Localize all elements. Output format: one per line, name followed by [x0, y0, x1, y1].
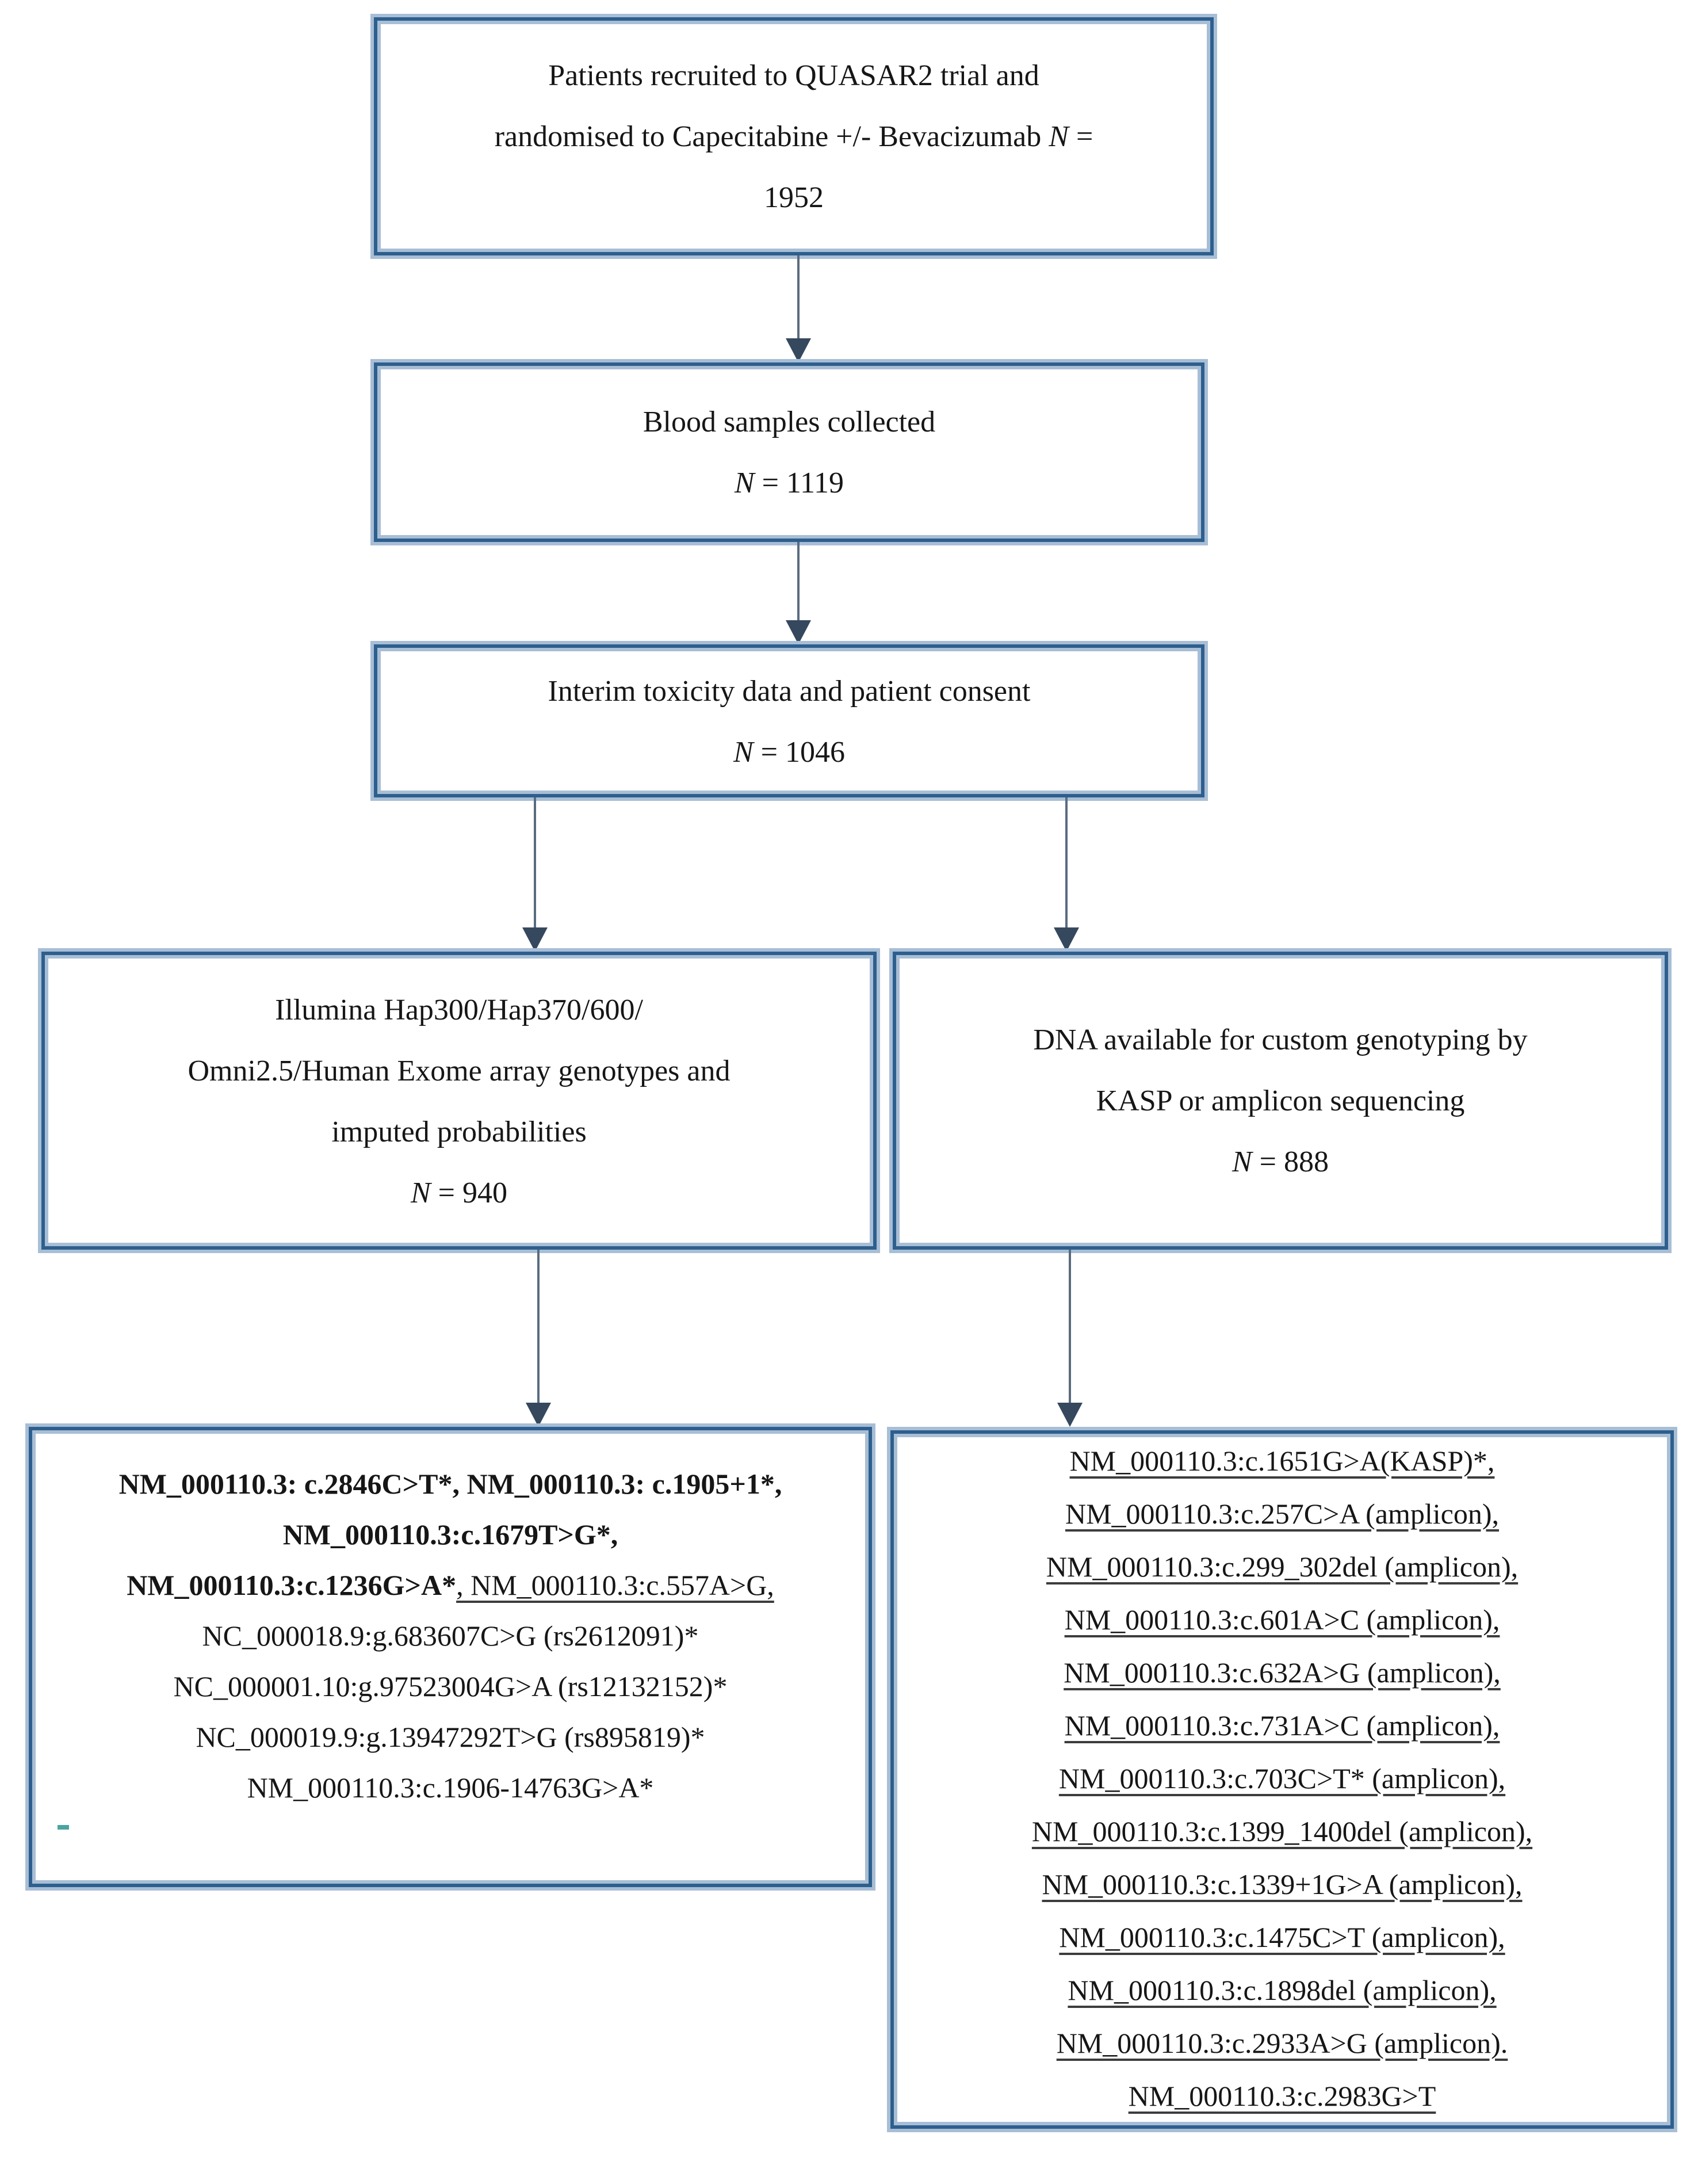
text-line: NM_000110.3:c.2933A>G (amplicon).	[894, 2018, 1670, 2071]
text-segment: N	[1049, 120, 1069, 153]
text-segment: NM_000110.3:c.1906-14763G>A*	[247, 1773, 654, 1804]
text-segment: NM_000110.3:c.2933A>G (amplicon).	[1056, 2028, 1508, 2059]
arrow-line	[797, 255, 800, 341]
text-segment: NC_000019.9:g.13947292T>G (rs895819)*	[196, 1723, 705, 1754]
text-segment: imputed probabilities	[331, 1114, 587, 1148]
text-line: N = 1046	[377, 721, 1201, 782]
text-segment: Interim toxicity data and patient consen…	[548, 674, 1031, 707]
text-segment: NM_000110.3:c.601A>C (amplicon),	[1064, 1605, 1500, 1636]
text-line: Interim toxicity data and patient consen…	[377, 660, 1201, 721]
flow-box-array-variants: NM_000110.3: c.2846C>T*, NM_000110.3: c.…	[29, 1427, 872, 1887]
flow-box-array-genotypes: Illumina Hap300/Hap370/600/Omni2.5/Human…	[41, 952, 877, 1250]
arrow-line	[1069, 1250, 1071, 1404]
text-line: NC_000018.9:g.683607C>G (rs2612091)*	[32, 1612, 869, 1663]
text-line: imputed probabilities	[45, 1101, 873, 1162]
text-line: Blood samples collected	[377, 391, 1201, 452]
text-segment: N	[734, 466, 755, 499]
stray-teal-mark	[58, 1825, 69, 1830]
text-line: NM_000110.3:c.1339+1G>A (amplicon),	[894, 1859, 1670, 1912]
text-line: Patients recruited to QUASAR2 trial and	[377, 45, 1210, 106]
text-segment: Illumina Hap300/Hap370/600/	[275, 992, 643, 1026]
text-line: NM_000110.3:c.1898del (amplicon),	[894, 1965, 1670, 2018]
text-segment: = 940	[430, 1175, 507, 1209]
arrow-line	[537, 1250, 540, 1404]
text-line: Illumina Hap300/Hap370/600/	[45, 979, 873, 1040]
text-line: Omni2.5/Human Exome array genotypes and	[45, 1040, 873, 1101]
text-line: NM_000110.3:c.1679T>G*,	[32, 1511, 869, 1561]
text-segment: NM_000110.3:c.1679T>G*,	[282, 1520, 618, 1551]
text-segment: Patients recruited to QUASAR2 trial and	[548, 59, 1039, 92]
text-line: NM_000110.3:c.632A>G (amplicon),	[894, 1647, 1670, 1700]
text-segment: NM_000110.3:c.703C>T* (amplicon),	[1058, 1763, 1506, 1794]
text-line: NM_000110.3:c.299_302del (amplicon),	[894, 1541, 1670, 1594]
text-line: NC_000001.10:g.97523004G>A (rs12132152)*	[32, 1663, 869, 1713]
text-segment: NM_000110.3:c.1339+1G>A (amplicon),	[1042, 1869, 1523, 1900]
text-line: N = 940	[45, 1162, 873, 1223]
text-segment: Blood samples collected	[643, 405, 936, 438]
flow-box-recruited: Patients recruited to QUASAR2 trial and r…	[374, 17, 1214, 255]
arrow-head	[786, 338, 811, 362]
text-segment: NM_000110.3:c.1898del (amplicon),	[1068, 1975, 1497, 2006]
text-line: NM_000110.3:c.601A>C (amplicon),	[894, 1594, 1670, 1647]
text-segment: NC_000018.9:g.683607C>G (rs2612091)*	[202, 1621, 699, 1652]
text-segment: DNA available for custom genotyping by	[1033, 1023, 1528, 1056]
flow-box-custom-genotyping: DNA available for custom genotyping by KA…	[893, 952, 1668, 1250]
text-segment: randomised to Capecitabine +/- Bevacizum…	[494, 120, 1049, 153]
text-line: N = 888	[896, 1131, 1665, 1192]
text-segment: N	[733, 735, 754, 768]
text-line: DNA available for custom genotyping by	[896, 1009, 1665, 1070]
arrow-head	[522, 927, 548, 952]
text-line: N = 1119	[377, 452, 1201, 513]
arrow-line	[534, 797, 536, 929]
text-line: NM_000110.3:c.1906-14763G>A*	[32, 1764, 869, 1815]
text-segment: NM_000110.3:c.731A>C (amplicon),	[1064, 1710, 1500, 1742]
text-segment: NM_000110.3:c.2983G>T	[1128, 2081, 1436, 2112]
text-line: NM_000110.3:c.731A>C (amplicon),	[894, 1700, 1670, 1753]
text-line: NM_000110.3:c.1651G>A(KASP)*,	[894, 1435, 1670, 1488]
flow-box-custom-variants: NM_000110.3:c.1651G>A(KASP)*, NM_000110.3…	[890, 1430, 1674, 2129]
text-line: NM_000110.3:c.1236G>A*, NM_000110.3:c.55…	[32, 1561, 869, 1612]
text-segment: = 1046	[753, 735, 845, 768]
text-segment: NC_000001.10:g.97523004G>A (rs12132152)*	[173, 1672, 728, 1703]
arrow-line	[1065, 797, 1068, 929]
text-line: NM_000110.3:c.2983G>T	[894, 2071, 1670, 2124]
text-segment: = 888	[1252, 1145, 1329, 1178]
text-segment: N	[1232, 1145, 1252, 1178]
arrow-line	[797, 542, 800, 623]
text-segment: NM_000110.3:c.1475C>T (amplicon),	[1059, 1922, 1505, 1953]
text-segment: NM_000110.3: c.2846C>T*, NM_000110.3: c.…	[118, 1469, 782, 1500]
text-segment: = 1119	[754, 466, 844, 499]
text-segment: NM_000110.3:c.1399_1400del (amplicon),	[1031, 1816, 1533, 1847]
text-line: NC_000019.9:g.13947292T>G (rs895819)*	[32, 1713, 869, 1764]
text-line: randomised to Capecitabine +/- Bevacizum…	[377, 106, 1210, 167]
text-line: NM_000110.3:c.1399_1400del (amplicon),	[894, 1806, 1670, 1859]
flow-box-interim-consent: Interim toxicity data and patient consen…	[374, 644, 1204, 797]
text-line: 1952	[377, 167, 1210, 228]
arrow-head	[1054, 927, 1079, 952]
text-segment: NM_000110.3:c.632A>G (amplicon),	[1064, 1658, 1501, 1689]
text-segment: Omni2.5/Human Exome array genotypes and	[188, 1053, 731, 1087]
text-segment: NM_000110.3:c.299_302del (amplicon),	[1046, 1552, 1519, 1583]
arrow-head	[1057, 1403, 1083, 1427]
text-segment: N	[410, 1175, 431, 1209]
text-line: NM_000110.3:c.1475C>T (amplicon),	[894, 1912, 1670, 1965]
text-segment: NM_000110.3:c.1236G>A*	[127, 1571, 457, 1602]
text-line: KASP or amplicon sequencing	[896, 1070, 1665, 1131]
text-line: NM_000110.3:c.257C>A (amplicon),	[894, 1488, 1670, 1541]
text-line: NM_000110.3: c.2846C>T*, NM_000110.3: c.…	[32, 1460, 869, 1511]
text-segment: NM_000110.3:c.1651G>A(KASP)*,	[1069, 1446, 1495, 1477]
text-segment: NM_000110.3:c.257C>A (amplicon),	[1065, 1499, 1500, 1530]
arrow-head	[786, 620, 811, 644]
arrow-head	[526, 1403, 551, 1427]
text-segment: KASP or amplicon sequencing	[1096, 1084, 1465, 1117]
text-line: NM_000110.3:c.703C>T* (amplicon),	[894, 1753, 1670, 1806]
text-segment: =	[1068, 120, 1093, 153]
text-segment: , NM_000110.3:c.557A>G,	[456, 1571, 774, 1602]
text-segment: 1952	[764, 181, 824, 214]
